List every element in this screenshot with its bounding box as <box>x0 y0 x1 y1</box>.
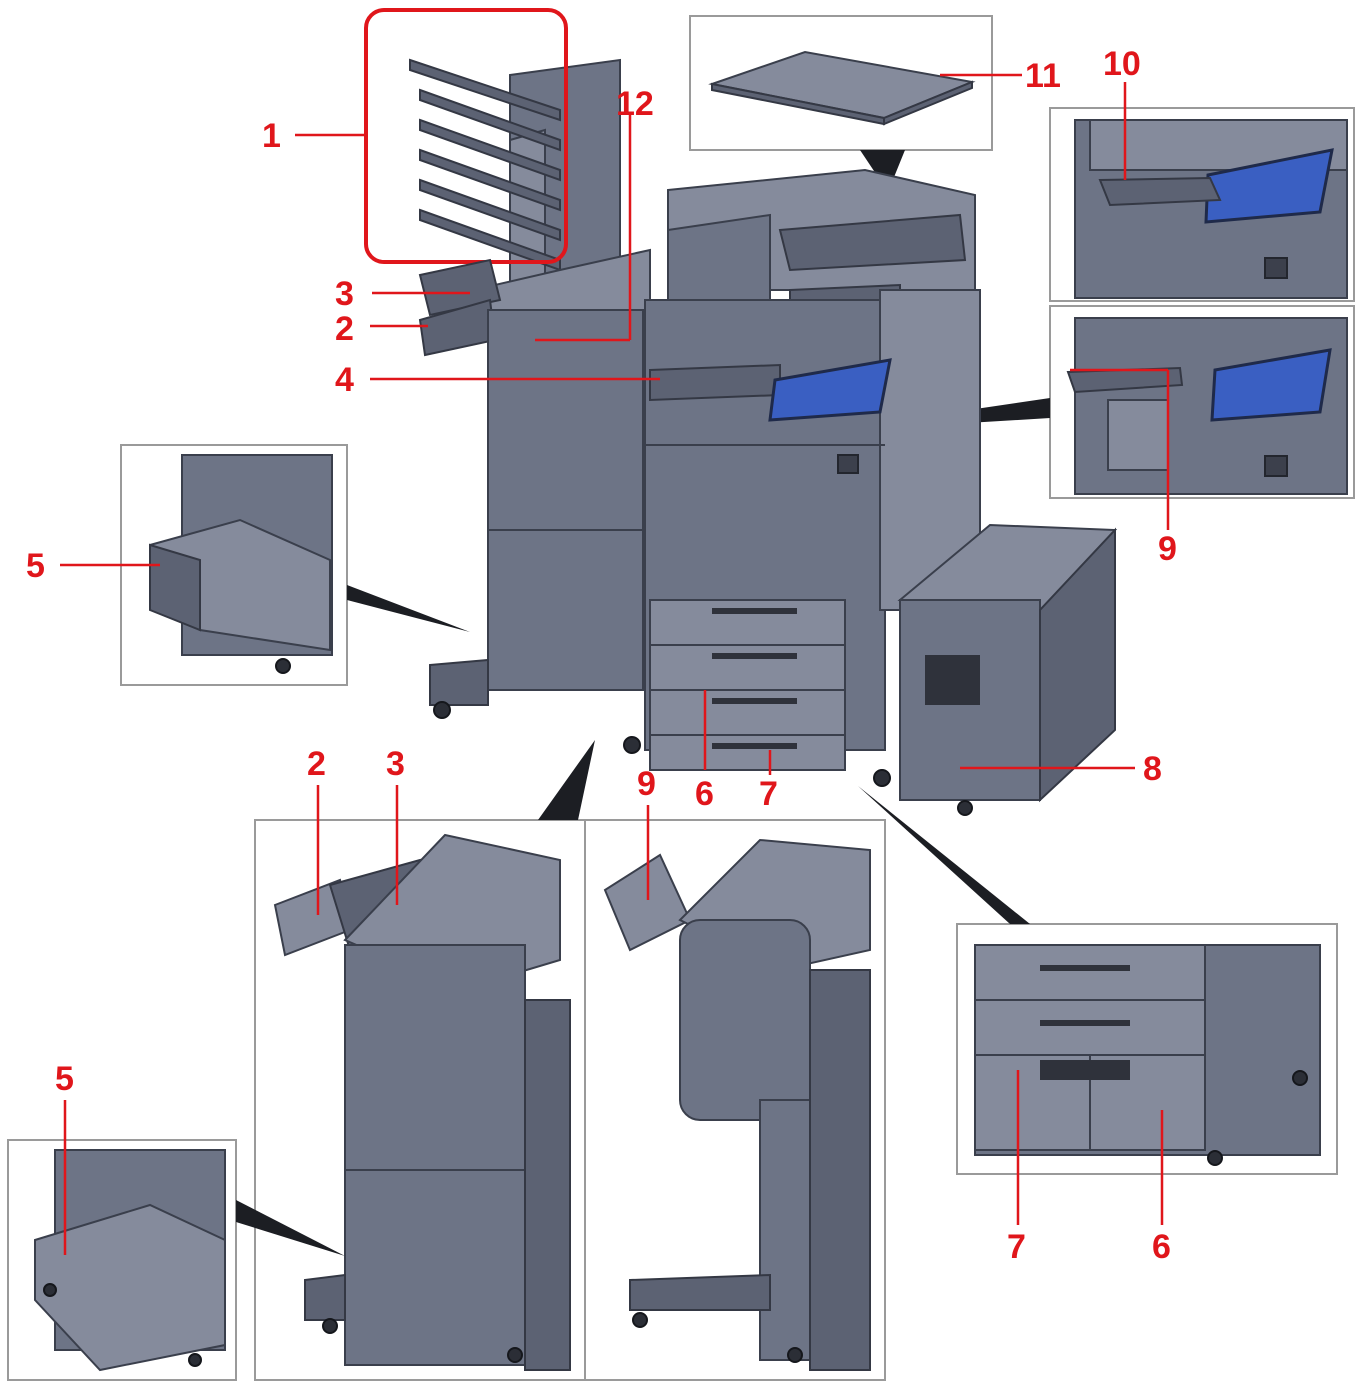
callout-7-inset: 7 <box>1007 1228 1026 1266</box>
inner-tray-4 <box>649 363 781 402</box>
callout-12: 12 <box>616 85 654 123</box>
mailbox-unit <box>409 58 621 322</box>
callout-8: 8 <box>1143 750 1162 788</box>
separator-inset-power-key <box>1264 455 1288 477</box>
finisher-a-wheel-left <box>322 1318 338 1334</box>
callout-9-inset: 9 <box>637 765 656 803</box>
finisher-a-body <box>344 944 526 1366</box>
feeders-inset-cassette-1 <box>974 944 1206 1001</box>
cassette-1 <box>649 599 846 646</box>
separator-inset-door <box>1107 399 1169 471</box>
finisher-base-foot <box>429 658 489 706</box>
callout-9: 9 <box>1158 530 1177 568</box>
fold-bottom-inset-wheel-right <box>188 1353 202 1367</box>
panel-inset-tray <box>1098 176 1222 207</box>
callout-11: 11 <box>1025 57 1061 95</box>
cassette-1-handle <box>712 608 797 614</box>
callout-4: 4 <box>335 361 354 399</box>
mailbox-tray-2 <box>419 88 561 152</box>
feeders-inset-handle-2 <box>1040 1020 1130 1026</box>
fold-bottom-inset-wheel-left <box>43 1283 57 1297</box>
document-cover-edge-right <box>883 80 973 126</box>
cassette-2 <box>649 644 846 691</box>
pointer-folding-unit-bottom <box>236 1200 345 1256</box>
finisher-a-foot <box>304 1273 346 1321</box>
fold-bottom-inset-tray <box>34 1203 226 1372</box>
cassette-3 <box>649 689 846 736</box>
cassette-4 <box>649 734 846 771</box>
mailbox-tray-1 <box>409 58 561 122</box>
finisher-a-machine-edge <box>524 999 571 1371</box>
feeders-inset-handle-1 <box>1040 965 1130 971</box>
feeders-inset-handle-3 <box>1040 1060 1130 1080</box>
side-feeder-wheel <box>957 800 973 816</box>
finisher-b-machine-edge <box>809 969 871 1371</box>
finisher-b-column <box>759 1099 811 1361</box>
panel-inset-touch-screen <box>1204 148 1334 224</box>
feeders-inset-cassette-2 <box>974 999 1206 1056</box>
finisher-a-wheel-right <box>507 1347 523 1363</box>
cassette-3-handle <box>712 698 797 704</box>
feeders-inset-wheel-right <box>1292 1070 1308 1086</box>
callout-3: 3 <box>335 275 354 313</box>
power-key <box>837 454 859 474</box>
finisher-body <box>487 309 644 691</box>
finisher-b-base <box>629 1273 771 1311</box>
panel-inset-top <box>1089 119 1348 171</box>
callout-7: 7 <box>759 775 778 813</box>
callout-1: 1 <box>262 117 281 155</box>
separator-inset-touch-screen <box>1210 348 1332 422</box>
cassette-2-handle <box>712 653 797 659</box>
cassette-4-handle <box>712 743 797 749</box>
mailbox-tray-3 <box>419 118 561 182</box>
pointer-folding-unit-top <box>347 585 470 632</box>
mailbox-tray-4 <box>419 148 561 212</box>
main-wheel <box>873 769 891 787</box>
finisher-upper-tray <box>418 258 502 317</box>
finisher-wheel-right <box>623 736 641 754</box>
callout-2-inset: 2 <box>307 745 326 783</box>
side-feeder-side <box>1039 527 1116 803</box>
fold-top-inset-guide <box>149 543 201 632</box>
finisher-b-wheel-left <box>632 1312 648 1328</box>
pointer-paper-feeders <box>858 786 1030 924</box>
feeders-inset-wheel-left <box>1207 1150 1223 1166</box>
callout-2: 2 <box>335 310 354 348</box>
document-processor-front <box>667 213 771 307</box>
callout-6-inset: 6 <box>1152 1228 1171 1266</box>
fold-top-inset-wheel <box>275 658 291 674</box>
callout-5: 5 <box>26 547 45 585</box>
operation-panel-screen <box>768 358 892 422</box>
pointer-finisher <box>538 740 595 820</box>
callout-5-inset: 5 <box>55 1060 74 1098</box>
finisher-b-wheel-right <box>787 1347 803 1363</box>
panel-inset-power-key <box>1264 257 1288 279</box>
callout-6: 6 <box>695 775 714 813</box>
callout-3-inset: 3 <box>386 745 405 783</box>
callout-10: 10 <box>1103 45 1141 83</box>
finisher-wheel-left <box>433 701 451 719</box>
mailbox-tray-5 <box>419 178 561 242</box>
side-feeder-window <box>925 655 980 705</box>
document-processor-feed-tray <box>778 213 967 272</box>
pointer-document-cover <box>860 150 905 192</box>
finisher-b-upper-body <box>679 919 811 1121</box>
